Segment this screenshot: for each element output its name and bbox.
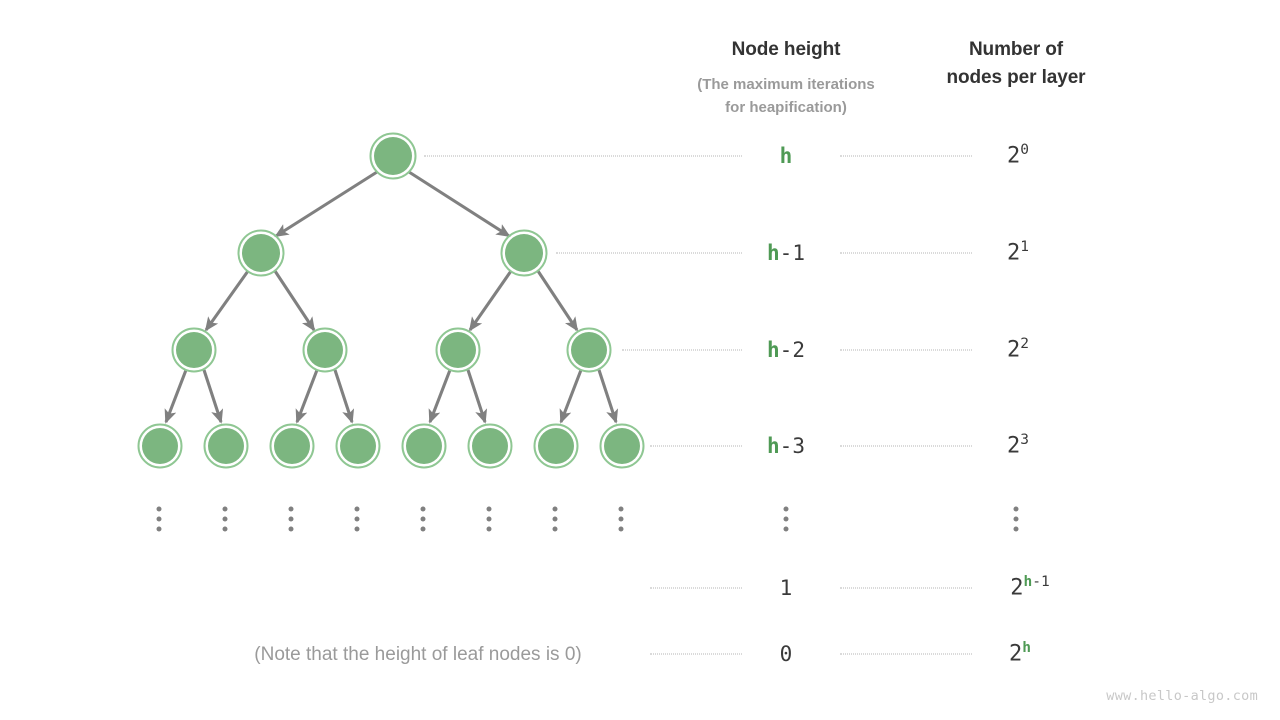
node-count-value-1: 21 (1007, 239, 1029, 266)
vertical-ellipsis-leaf-5 (420, 506, 426, 532)
node-height-value-0: h (779, 144, 793, 168)
vertical-ellipsis-leaf-4 (354, 506, 360, 532)
edge-l1a-left (204, 270, 250, 332)
vertical-ellipsis-leaf-7 (552, 506, 558, 532)
tree-node (566, 327, 612, 373)
vertical-ellipsis-height-column (783, 506, 789, 532)
leader-line-count-3 (840, 445, 972, 447)
edge-root-right (408, 170, 511, 238)
leaf-height-note: (Note that the height of leaf nodes is 0… (254, 644, 582, 665)
node-count-value-3: 23 (1007, 432, 1029, 459)
edge-root-left (274, 170, 378, 238)
leader-line-count-0 (840, 155, 972, 157)
leader-line-height-0 (424, 155, 742, 157)
edge-l2b-left (295, 369, 319, 424)
tree-node (467, 423, 513, 469)
tree-node (137, 423, 183, 469)
leader-line-count-1 (840, 252, 972, 254)
node-count-value-0: 20 (1007, 142, 1029, 169)
node-height-column-subtitle-line1: (The maximum iterations (697, 76, 875, 93)
vertical-ellipsis-leaf-6 (486, 506, 492, 532)
edge-l1b-right (536, 270, 579, 332)
edge-l1a-right (273, 270, 316, 332)
tree-node (500, 229, 548, 277)
edge-l2b-right (333, 369, 355, 424)
tree-node (369, 132, 417, 180)
leader-line-count-4 (840, 587, 972, 589)
leader-line-height-3 (650, 445, 742, 447)
leader-line-height-2 (622, 349, 742, 351)
node-height-value-2: h-2 (767, 338, 805, 362)
edge-l1b-left (468, 270, 513, 332)
vertical-ellipsis-count-column (1013, 506, 1019, 532)
vertical-ellipsis-leaf-3 (288, 506, 294, 532)
tree-node (302, 327, 348, 373)
tree-nodes (137, 132, 645, 469)
tree-edges (164, 170, 619, 424)
node-count-column-title-line1: Number of (968, 39, 1064, 60)
node-count-value-2: 22 (1007, 336, 1029, 363)
node-height-column-subtitle-line2: for heapification) (725, 99, 847, 116)
tree-node (203, 423, 249, 469)
node-count-column-title-line2: nodes per layer (946, 67, 1086, 88)
tree-node (401, 423, 447, 469)
node-count-value-4: 2h-1 (1010, 574, 1050, 601)
node-height-value-3: h-3 (767, 434, 805, 458)
edge-l2c-left (428, 369, 452, 424)
tree-node (237, 229, 285, 277)
node-height-value-4: 1 (779, 576, 793, 600)
tree-node (435, 327, 481, 373)
edge-l2c-right (466, 369, 488, 424)
leader-line-height-4 (650, 587, 742, 589)
vertical-ellipsis-leaf-1 (156, 506, 162, 532)
leader-line-count-2 (840, 349, 972, 351)
tree-node (533, 423, 579, 469)
tree-node (171, 327, 217, 373)
site-watermark: www.hello-algo.com (1106, 688, 1258, 704)
node-count-value-5: 2h (1009, 640, 1031, 667)
edge-l2d-right (597, 369, 619, 424)
tree-node (335, 423, 381, 469)
edge-l2a-left (164, 369, 188, 424)
leader-line-height-5 (650, 653, 742, 655)
vertical-ellipsis-leaf-8 (618, 506, 624, 532)
tree-node (599, 423, 645, 469)
vertical-ellipsis-leaf-2 (222, 506, 228, 532)
node-height-value-5: 0 (779, 642, 793, 666)
edge-l2d-left (559, 369, 583, 424)
tree-node (269, 423, 315, 469)
node-height-column-title: Node height (731, 39, 841, 60)
node-height-value-1: h-1 (767, 241, 805, 265)
edge-l2a-right (202, 369, 224, 424)
leader-line-height-1 (556, 252, 742, 254)
leader-line-count-5 (840, 653, 972, 655)
